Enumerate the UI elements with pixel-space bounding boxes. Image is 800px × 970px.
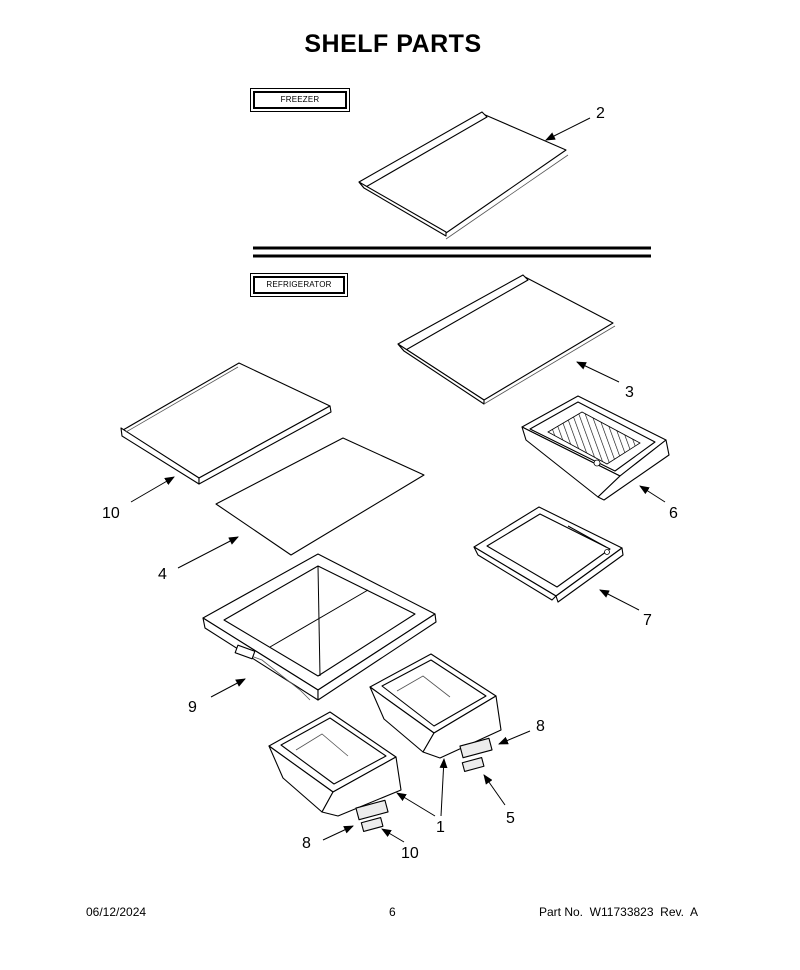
part-6-deli-tray — [521, 395, 670, 501]
callout-3: 3 — [625, 384, 634, 401]
refrigerator-section-label: REFRIGERATOR — [250, 273, 348, 297]
part-3-glass-shelf — [397, 274, 616, 405]
part-9-crisper-frame — [202, 553, 437, 701]
callout-2: 2 — [596, 105, 605, 122]
freezer-section-label: FREEZER — [250, 88, 350, 112]
callout-8-left: 8 — [302, 835, 311, 852]
page-title: SHELF PARTS — [304, 30, 482, 58]
footer-date: 06/12/2024 — [86, 905, 147, 919]
callout-10-bracket: 10 — [401, 845, 419, 862]
callout-10-shelf: 10 — [102, 505, 120, 522]
footer-part-number: Part No. W11733823 Rev. A — [539, 905, 698, 919]
callout-6: 6 — [669, 505, 678, 522]
callout-1: 1 — [436, 819, 445, 836]
part-2-freezer-shelf — [358, 111, 569, 240]
part-1-crisper-drawer-left — [268, 711, 402, 832]
callout-9: 9 — [188, 699, 197, 716]
callout-arrows — [130, 117, 666, 843]
footer-part-text: Part No. W11733823 Rev. A — [539, 905, 698, 919]
callout-4: 4 — [158, 566, 167, 583]
part-7-cover-tray — [473, 506, 624, 603]
callout-7: 7 — [643, 612, 652, 629]
footer-page-number: 6 — [389, 905, 396, 919]
part-1-crisper-drawer-right — [369, 653, 502, 772]
callout-8-right: 8 — [536, 718, 545, 735]
section-divider — [253, 246, 651, 258]
callout-5: 5 — [506, 810, 515, 827]
part-4-crisper-glass — [215, 437, 425, 556]
part-10-glass-shelf — [120, 362, 332, 485]
